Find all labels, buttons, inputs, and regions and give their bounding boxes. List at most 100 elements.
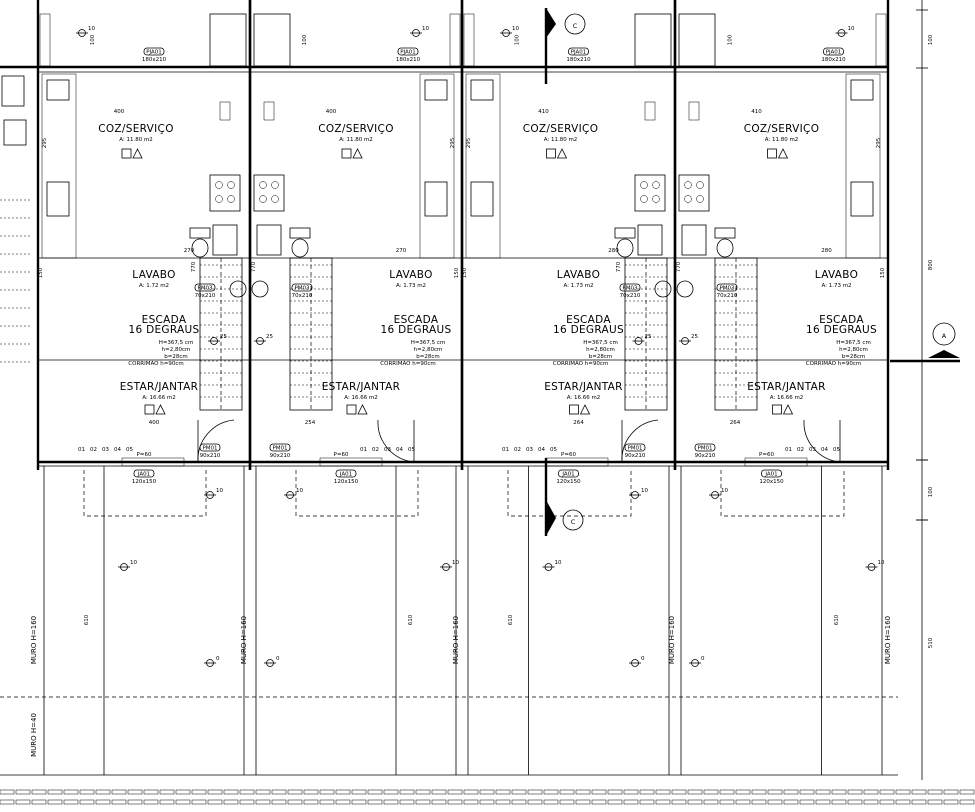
sidewalk-tile xyxy=(415,789,431,795)
sidewalk-tile xyxy=(591,789,607,795)
dim-770: 770 xyxy=(616,261,622,272)
warning-triangle-icon xyxy=(579,404,591,415)
outlet-icon xyxy=(688,101,700,121)
stair-step-number: 03 xyxy=(102,447,109,453)
sidewalk-tile xyxy=(271,789,287,795)
sidewalk-tile xyxy=(335,799,351,805)
door-size: 180x210 xyxy=(566,57,591,63)
dim-top: 100 xyxy=(90,34,96,45)
stair-spec: H=367,5 cm xyxy=(836,340,871,346)
warning-triangle-icon xyxy=(556,148,568,159)
sidewalk-tile xyxy=(351,789,367,795)
sidewalk-tile xyxy=(719,799,735,805)
sidewalk-tile xyxy=(271,799,287,805)
right-dimension: 510 xyxy=(928,637,934,648)
muro-label: MURO H=160 xyxy=(30,616,38,664)
stove-burner-icon xyxy=(271,181,279,189)
sidewalk-tile xyxy=(111,799,127,805)
parking-dashed xyxy=(295,470,419,517)
dim-295: 295 xyxy=(876,137,882,148)
sidewalk-tile xyxy=(799,789,815,795)
stair-spec: h=2,80cm xyxy=(839,347,868,353)
stair-spec: h=2,80cm xyxy=(586,347,615,353)
neighbour-sink-icon xyxy=(3,119,27,146)
door-tag-box xyxy=(199,443,221,452)
estar-jantar-label: ESTAR/JANTAR xyxy=(322,381,401,393)
sidewalk-tile xyxy=(863,799,879,805)
estar-width-dim: 264 xyxy=(730,420,741,426)
section-arrow-icon xyxy=(546,500,556,536)
lavabo-dim: 280 xyxy=(821,248,832,254)
tag-box-icon xyxy=(767,148,777,159)
sidewalk-tile xyxy=(159,799,175,805)
kitchen-counter xyxy=(465,73,501,259)
stove-burner-icon xyxy=(652,181,660,189)
level-value: 0 xyxy=(641,656,645,662)
muro-label: MURO H=160 xyxy=(884,616,892,664)
door-tag-box xyxy=(133,469,155,478)
stove-burner-icon xyxy=(259,181,267,189)
door-code: PM03 xyxy=(622,286,638,292)
sidewalk-tile xyxy=(447,799,463,805)
muro-label: MURO H=160 xyxy=(668,616,676,664)
sidewalk-tile xyxy=(287,799,303,805)
stair-step-number: 01 xyxy=(78,447,85,453)
sidewalk-tile xyxy=(879,799,895,805)
level-value: 25 xyxy=(691,334,698,340)
coz-serv-area: A: 11.80 m2 xyxy=(339,137,373,143)
lavabo-label: LAVABO xyxy=(132,269,175,281)
stair-steps: 16 DEGRAUS xyxy=(553,324,624,336)
stair-step-number: 04 xyxy=(821,447,828,453)
dim-610: 610 xyxy=(508,614,514,625)
coz-width-dim: 410 xyxy=(751,109,762,115)
sidewalk-tile xyxy=(495,799,511,805)
stove-icon xyxy=(209,174,241,212)
stove-burner-icon xyxy=(696,195,704,203)
sidewalk-tile xyxy=(15,799,31,805)
section-arrow-icon xyxy=(928,350,960,358)
level-value: 25 xyxy=(266,334,273,340)
stove-burner-icon xyxy=(640,195,648,203)
sidewalk-tile xyxy=(511,799,527,805)
sidewalk-tile xyxy=(255,789,271,795)
estar-width-dim: 264 xyxy=(573,420,584,426)
door-size: 70x210 xyxy=(292,293,313,299)
sidewalk-tile xyxy=(703,799,719,805)
sidewalk-tile xyxy=(239,789,255,795)
sidewalk-tile xyxy=(815,789,831,795)
door-size: 120x150 xyxy=(132,479,157,485)
tag-box-icon xyxy=(144,404,155,415)
door-code: JA01 xyxy=(339,472,352,478)
lavabo-label: LAVABO xyxy=(557,269,600,281)
sidewalk-tile xyxy=(479,789,495,795)
sink-icon xyxy=(850,79,874,101)
tag-box-icon xyxy=(346,404,357,415)
stair-step-number: 01 xyxy=(502,447,509,453)
front-door-swing xyxy=(803,419,841,463)
door-tag-box xyxy=(335,469,357,478)
washbasin-icon xyxy=(229,280,247,298)
sidewalk-tile xyxy=(191,799,207,805)
sidewalk-tile xyxy=(655,789,671,795)
door-size: 120x150 xyxy=(556,479,581,485)
sidewalk-tile xyxy=(383,789,399,795)
right-dimension: 100 xyxy=(928,34,934,45)
sidewalk-tile xyxy=(399,789,415,795)
dim-295: 295 xyxy=(450,137,456,148)
stair-spec: h=2,80cm xyxy=(162,347,191,353)
door-tag-box xyxy=(823,47,844,56)
sidewalk-tile xyxy=(111,789,127,795)
sidewalk-tile xyxy=(319,789,335,795)
right-dimension: 100 xyxy=(928,486,934,497)
tank-icon xyxy=(424,181,448,217)
sidewalk-tile xyxy=(847,789,863,795)
estar-jantar-area: A: 16.66 m2 xyxy=(770,395,804,401)
sidewalk-tile xyxy=(623,799,639,805)
sidewalk-tile xyxy=(143,799,159,805)
kitchen-counter xyxy=(845,73,881,259)
stair-step-number: 03 xyxy=(526,447,533,453)
sidewalk-tile xyxy=(543,799,559,805)
sidewalk-tile xyxy=(63,799,79,805)
